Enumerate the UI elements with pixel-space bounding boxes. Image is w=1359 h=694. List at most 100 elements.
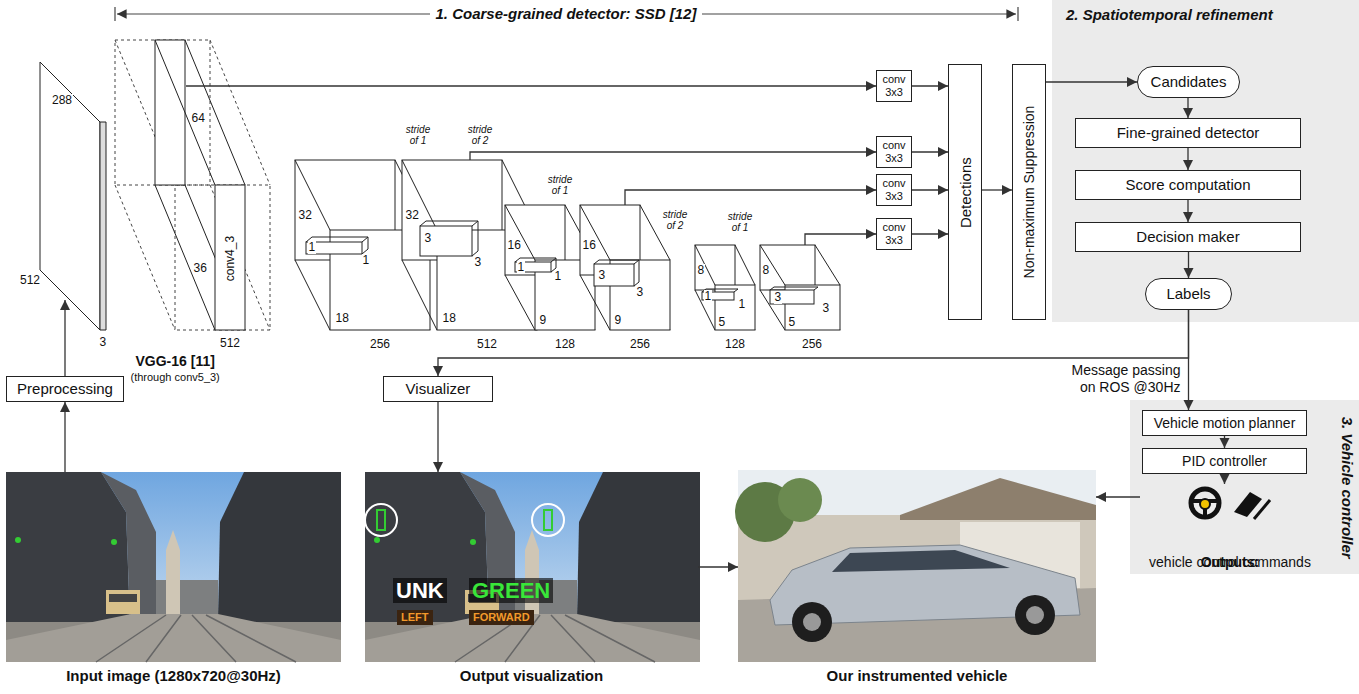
panel-background: [1052, 0, 1359, 322]
vgg-volume: [115, 40, 210, 185]
connector-arrow: [912, 85, 948, 86]
dimension-number: 3: [99, 336, 108, 349]
node-text: Non-maximum Suppression: [1021, 106, 1037, 279]
feature-block: [402, 160, 537, 330]
dimension-number: 512: [476, 338, 498, 351]
node-text: Visualizer: [406, 380, 471, 397]
node-text: conv 3x3: [877, 73, 911, 98]
panel-heading: 3. Vehicle controller: [1338, 416, 1355, 558]
node-text: Decision maker: [1136, 228, 1239, 245]
node-text: Preprocessing: [17, 380, 113, 397]
dimension-number: 1: [704, 290, 713, 303]
vehicle-photo: [1015, 595, 1055, 635]
conv-box: conv 3x3: [876, 174, 912, 206]
process-box: Score computation: [1075, 170, 1301, 200]
dimension-number: 36: [193, 262, 208, 275]
conv-box: conv 3x3: [876, 136, 912, 168]
stride-note: stride of 1: [543, 174, 577, 196]
dimension-number: 1: [738, 298, 747, 311]
section-title: 1. Coarse-grained detector: SSD [12]: [430, 6, 703, 23]
feature-arrow: [65, 86, 876, 376]
dimension-number: 1: [308, 241, 317, 254]
feature-block: [760, 245, 815, 290]
detection-marker: [365, 504, 397, 536]
candidates-pill: Candidates: [1137, 66, 1240, 98]
dimension-number: 32: [405, 209, 420, 222]
conv4-3-layer: [215, 185, 245, 330]
conv4-3-layer: [155, 40, 185, 185]
vehicle-photo: [1026, 606, 1044, 624]
image-caption: Input image (1280x720@30Hz): [6, 667, 341, 684]
network-note: (through conv5_3): [131, 371, 220, 383]
dimension-number: 512: [219, 337, 241, 350]
input-layer: [40, 62, 106, 330]
direction-label: LEFT: [397, 610, 433, 625]
process-box: Decision maker: [1075, 222, 1301, 252]
steering-wheel-icon: [1191, 489, 1219, 517]
edge-label: Message passing on ROS @30Hz: [1063, 362, 1181, 396]
image-caption: Output visualization: [365, 667, 698, 684]
node-text: PID controller: [1182, 453, 1267, 469]
feature-arrow: [186, 85, 876, 86]
dimension-number: 3: [822, 302, 831, 315]
connector-arrow: [1188, 310, 1189, 410]
conv4-3-layer: [155, 40, 245, 330]
image-caption: Our instrumented vehicle: [738, 667, 1096, 684]
node-text: conv 3x3: [877, 221, 911, 246]
dimension-number: 32: [298, 209, 313, 222]
panel-background: [1052, 0, 1359, 574]
dimension-number: 128: [554, 338, 576, 351]
feature-block: [695, 245, 735, 290]
conv4-3-layer: [155, 40, 245, 330]
steering-wheel-icon: [1200, 499, 1210, 509]
pedal-icon: [1254, 500, 1270, 519]
dimension-number: 5: [788, 316, 797, 329]
state-label: GREEN: [469, 578, 553, 603]
input-layer: [40, 62, 100, 330]
vehicle-photo: [792, 602, 832, 642]
node-text: Labels: [1166, 285, 1210, 302]
feature-arrow: [625, 190, 876, 205]
dimension-number: 3: [424, 232, 433, 245]
node-text: vehicle control commands: [1149, 554, 1311, 570]
feature-block: [505, 205, 565, 275]
feature-arrow: [805, 234, 876, 245]
vehicle-photo: [778, 478, 822, 522]
dimension-number: 1: [517, 261, 526, 274]
input-layer: [100, 122, 106, 330]
vgg-volume: [115, 40, 270, 330]
output-photo: [365, 472, 700, 662]
connector-arrow: [1224, 474, 1225, 484]
vehicle-photo: [900, 478, 1096, 520]
layer-name: conv4_3: [224, 235, 237, 280]
detection-marker: [377, 510, 385, 530]
connector-arrow: [437, 402, 438, 472]
connector-arrow: [64, 402, 65, 472]
dimension-number: 18: [335, 312, 350, 325]
node-text: conv 3x3: [877, 139, 911, 164]
connector-arrow: [982, 189, 1012, 190]
vehicle-photo: [735, 470, 1096, 662]
dimension-number: 256: [369, 338, 391, 351]
connector-arrow: [1187, 98, 1188, 118]
dimension-number: 128: [724, 338, 746, 351]
stride-note: stride of 2: [658, 209, 692, 231]
node-text: Detections: [956, 157, 973, 228]
stride-note: stride of 1: [401, 124, 435, 146]
detections-box: Detections: [948, 64, 982, 320]
span-bracket: [1017, 7, 1018, 21]
dimension-number: 3: [636, 286, 645, 299]
dimension-number: 512: [19, 274, 41, 287]
node-text: Vehicle motion planner: [1154, 415, 1296, 431]
dimension-number: 5: [718, 316, 727, 329]
connector-arrow: [1224, 436, 1225, 448]
dimension-number: 1: [362, 254, 371, 267]
node-text: conv 3x3: [877, 177, 911, 202]
vehicle-photo: [738, 470, 1096, 662]
visualizer-box: Visualizer: [383, 376, 493, 402]
input-image: Input image (1280x720@30Hz): [6, 472, 341, 662]
dimension-number: 8: [697, 264, 706, 277]
dimension-number: 9: [539, 314, 548, 327]
feature-block: [695, 245, 755, 330]
